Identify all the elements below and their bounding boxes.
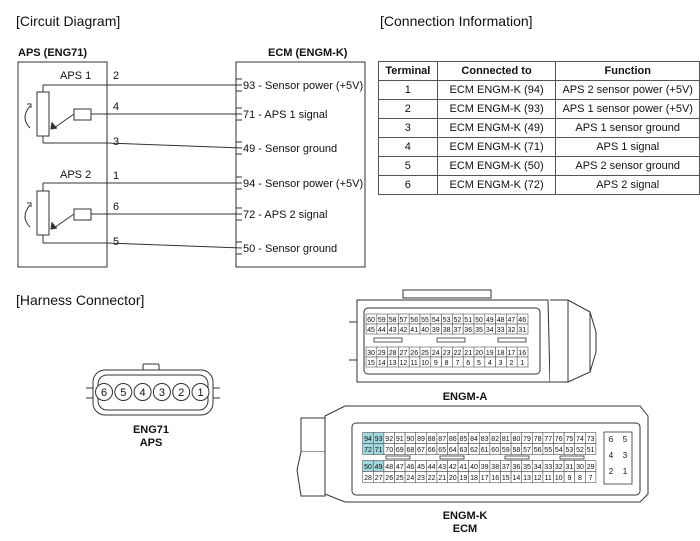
harness-connector-heading: [Harness Connector] (16, 292, 145, 308)
aps-box (17, 61, 108, 268)
table-row: 1 ECM ENGM-K (94) APS 2 sensor power (+5… (378, 80, 700, 100)
aps2-power-pin: 1 (113, 170, 119, 182)
aps2-potentiometer (24, 182, 107, 244)
aps2-signal-pin: 6 (113, 201, 119, 213)
table-row: 3 ECM ENGM-K (49) APS 1 sensor ground (378, 118, 700, 138)
aps1-potentiometer (24, 84, 107, 144)
table-cell: ECM ENGM-K (94) (436, 80, 557, 100)
table-row: 5 ECM ENGM-K (50) APS 2 sensor ground (378, 156, 700, 176)
ecm-box-title: ECM (ENGM-K) (268, 47, 348, 59)
ecm-terminal-bracket (235, 241, 242, 255)
circuit-diagram-heading: [Circuit Diagram] (16, 13, 121, 29)
table-cell: 1 (378, 80, 438, 100)
wires (106, 84, 243, 249)
table-cell: 3 (378, 118, 438, 138)
aps-caption: APS (139, 437, 163, 449)
table-row: 4 ECM ENGM-K (71) APS 1 signal (378, 137, 700, 157)
ecm-terminal-label: 50 - Sensor ground (243, 243, 337, 255)
table-cell: 4 (378, 137, 438, 157)
table-cell: APS 1 sensor power (+5V) (555, 99, 700, 119)
aps1-label: APS 1 (60, 70, 91, 82)
table-cell: APS 1 signal (555, 137, 700, 157)
table-row: 2 ECM ENGM-K (93) APS 1 sensor power (+5… (378, 99, 700, 119)
eng71-caption: ENG71 (132, 424, 170, 436)
table-cell: ECM ENGM-K (71) (436, 137, 557, 157)
connection-info-heading: [Connection Information] (380, 13, 533, 29)
table-cell: APS 2 signal (555, 175, 700, 195)
aps1-power-pin: 2 (113, 70, 119, 82)
ecm-terminal-bracket (235, 141, 242, 155)
header-function: Function (555, 61, 700, 81)
table-cell: ECM ENGM-K (50) (436, 156, 557, 176)
ecm-terminal-bracket (235, 107, 242, 121)
aps2-ground-pin: 5 (113, 236, 119, 248)
ecm-terminal-label: 93 - Sensor power (+5V) (243, 80, 363, 92)
header-terminal: Terminal (378, 61, 438, 81)
engm-k-caption: ENGM-K (442, 510, 488, 522)
ecm-terminal-label: 71 - APS 1 signal (243, 109, 327, 121)
table-cell: 5 (378, 156, 438, 176)
ecm-terminal-bracket (235, 207, 242, 221)
ecm-terminals: 93 - Sensor power (+5V) 71 - APS 1 signal… (235, 78, 363, 255)
aps1-ground-pin: 3 (113, 136, 119, 148)
engm-a-caption: ENGM-A (442, 391, 488, 403)
table-cell: ECM ENGM-K (49) (436, 118, 557, 138)
aps1-signal-pin: 4 (113, 101, 119, 113)
table-cell: 2 (378, 99, 438, 119)
header-connected-to: Connected to (436, 61, 557, 81)
table-header-row: Terminal Connected to Function (378, 61, 700, 81)
table-cell: APS 1 sensor ground (555, 118, 700, 138)
table-cell: ECM ENGM-K (93) (436, 99, 557, 119)
table-cell: 6 (378, 175, 438, 195)
table-cell: APS 2 sensor power (+5V) (555, 80, 700, 100)
table-cell: APS 2 sensor ground (555, 156, 700, 176)
ecm-terminal-bracket (235, 78, 242, 92)
table-row: 6 ECM ENGM-K (72) APS 2 signal (378, 175, 700, 195)
ecm-box (235, 61, 366, 268)
ecm-terminal-label: 72 - APS 2 signal (243, 209, 327, 221)
ecm-terminal-label: 49 - Sensor ground (243, 143, 337, 155)
connection-table: Terminal Connected to Function 1 ECM ENG… (378, 61, 700, 195)
ecm-terminal-bracket (235, 176, 242, 190)
aps2-label: APS 2 (60, 169, 91, 181)
ecm-caption: ECM (452, 523, 478, 535)
table-cell: ECM ENGM-K (72) (436, 175, 557, 195)
aps-box-title: APS (ENG71) (18, 47, 87, 59)
ecm-terminal-label: 94 - Sensor power (+5V) (243, 178, 363, 190)
